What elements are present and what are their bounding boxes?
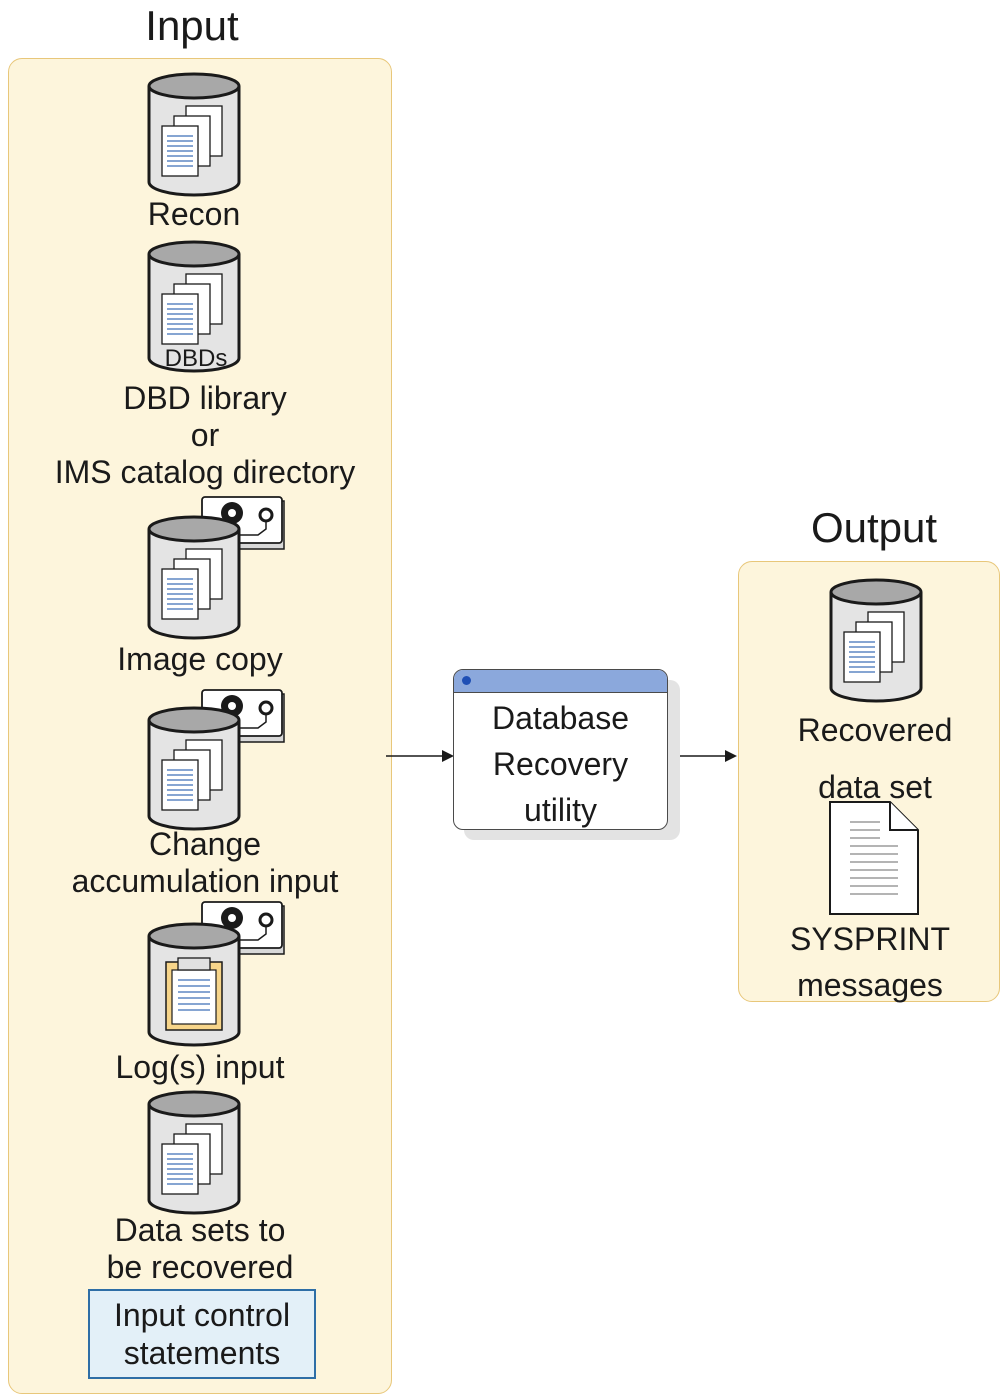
recovered-data-set-icon: [829, 578, 923, 703]
data-sets-icon: [147, 1090, 241, 1215]
sysprint-label-line-2: messages: [797, 967, 943, 1003]
arrow-input-to-utility: [386, 750, 454, 762]
utility-title-bar: [454, 670, 667, 693]
dbd-library-label-line-1: DBD library: [123, 380, 287, 416]
image-copy-label: Image copy: [117, 641, 283, 677]
change-accumulation-label-line-1: Change: [148, 826, 262, 862]
image-copy-icon: [147, 515, 241, 640]
dbd-library-label: DBD library or IMS catalog directory: [20, 380, 390, 491]
data-sets-label-line-2: be recovered: [106, 1249, 294, 1285]
change-accumulation-label: Change accumulation input: [20, 826, 390, 900]
control-statements-line-1: Input control: [113, 1297, 291, 1333]
sysprint-document-icon: [829, 801, 919, 915]
dbd-library-label-line-3: IMS catalog directory: [54, 454, 356, 490]
utility-label-line-2: Recovery: [492, 746, 629, 782]
change-accumulation-label-line-2: accumulation input: [71, 863, 339, 899]
recon-label: Recon: [147, 196, 241, 232]
utility-label: Database Recovery utility: [454, 693, 667, 829]
database-recovery-utility: Database Recovery utility: [453, 669, 668, 830]
control-statements-line-2: statements: [123, 1335, 281, 1371]
log-input-icon: [147, 922, 241, 1047]
data-sets-label: Data sets to be recovered: [20, 1212, 380, 1286]
dbd-library-label-line-2: or: [190, 417, 220, 453]
input-title: Input: [145, 2, 239, 49]
sysprint-label: SYSPRINT messages: [745, 916, 995, 1008]
dbd-library-icon: DBDs: [147, 240, 241, 373]
recon-database-icon: [147, 72, 241, 197]
dbd-library-inner-text: DBDs: [165, 345, 228, 372]
recovered-label-line-1: Recovered: [797, 712, 953, 748]
input-control-statements: Input control statements: [88, 1289, 316, 1379]
utility-label-line-3: utility: [524, 792, 597, 828]
window-dot-icon: [462, 676, 471, 685]
recovered-data-set-label: Recovered data set: [750, 702, 1000, 816]
utility-label-line-1: Database: [492, 700, 629, 736]
sysprint-label-line-1: SYSPRINT: [789, 921, 951, 957]
data-sets-label-line-1: Data sets to: [114, 1212, 286, 1248]
recovered-label-line-2: data set: [818, 769, 932, 805]
change-accumulation-icon: [147, 706, 241, 831]
output-title: Output: [810, 504, 938, 551]
log-input-label: Log(s) input: [115, 1049, 285, 1085]
